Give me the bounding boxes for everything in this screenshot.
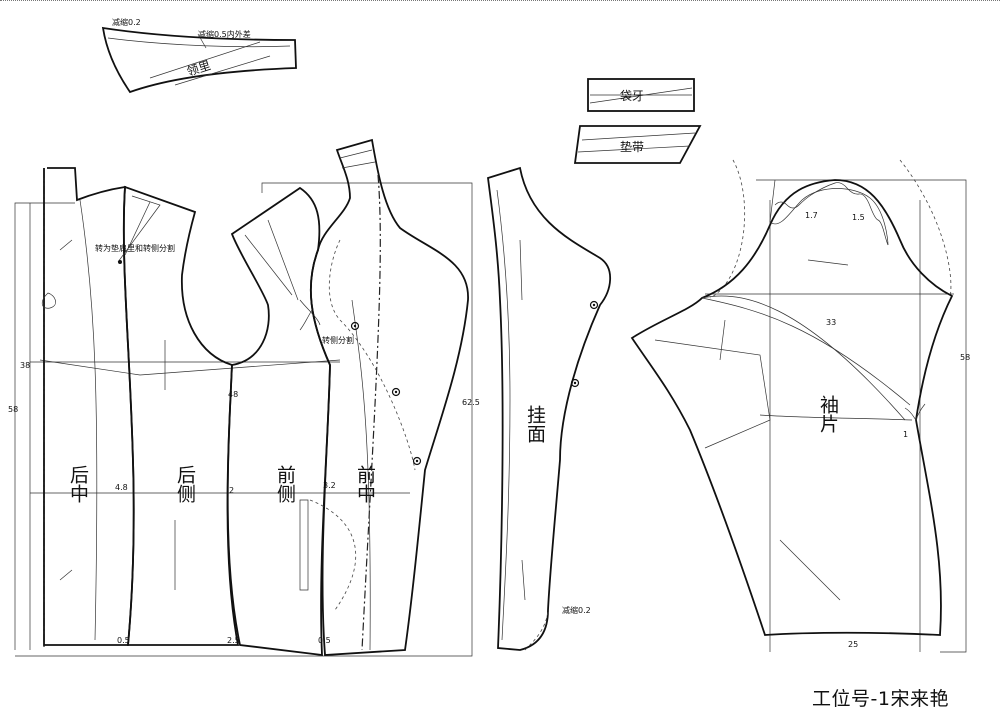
m-0-5b: 0.5: [318, 636, 331, 645]
body-measurements: 38 58 48 62.5 4.8 2 3.2 0.5 2.5 0.5: [8, 361, 480, 645]
facing-piece: 减缩0.2 挂面: [487, 166, 612, 651]
back-center-label: 后中: [67, 465, 89, 503]
body-frame: [14, 170, 473, 657]
facing-reduce-note: 减缩0.2: [562, 605, 591, 615]
pocket-facing-piece: 垫带: [573, 125, 702, 164]
m-38: 38: [20, 361, 30, 370]
front-center-panel: 前中: [309, 138, 469, 656]
facing-label: 挂面: [524, 405, 546, 443]
back-center-panel: 后中: [41, 167, 135, 646]
front-side-label: 前侧: [274, 465, 296, 503]
back-side-label: 后侧: [174, 465, 196, 503]
collar-label: 领里: [185, 58, 212, 79]
sleeve-piece: 1.7 1.5 33 58 1 25 袖片: [630, 159, 970, 653]
m-62-5: 62.5: [462, 398, 480, 407]
collar-reduce-note: 减缩0.2: [112, 17, 141, 27]
m-25: 25: [848, 640, 858, 649]
back-dart-note: 转为垫肩里和转侧分割: [95, 243, 175, 253]
m-2: 2: [229, 486, 234, 495]
m-2-5: 2.5: [227, 636, 240, 645]
m-33: 33: [826, 318, 836, 327]
m-48: 48: [228, 390, 238, 399]
pocket-facing-label: 垫带: [620, 139, 644, 154]
m-0-5a: 0.5: [117, 636, 130, 645]
m-1: 1: [903, 430, 908, 439]
pocket-welt-label: 袋牙: [620, 89, 644, 103]
front-side-panel: 转侧分割 前侧: [226, 186, 354, 657]
front-center-label: 前中: [354, 465, 376, 503]
signature-text: 工位号-1宋来艳: [812, 688, 949, 710]
page-border: [0, 0, 1000, 1]
m-1-7: 1.7: [805, 211, 818, 220]
collar-piece: 减缩0.2 减缩0.5内外差 领里: [101, 17, 297, 94]
sleeve-label: 袖片: [817, 395, 839, 433]
pocket-welt-piece: 袋牙: [587, 78, 695, 112]
m-3-2: 3.2: [323, 481, 336, 490]
back-side-panel: 转为垫肩里和转侧分割 后侧: [95, 185, 240, 646]
m-4-8: 4.8: [115, 483, 128, 492]
m-58-left: 58: [8, 405, 18, 414]
front-dart-note: 转侧分割: [322, 335, 354, 345]
collar-ease-note: 减缩0.5内外差: [198, 29, 251, 39]
m-58-right: 58: [960, 353, 970, 362]
m-1-5: 1.5: [852, 213, 865, 222]
